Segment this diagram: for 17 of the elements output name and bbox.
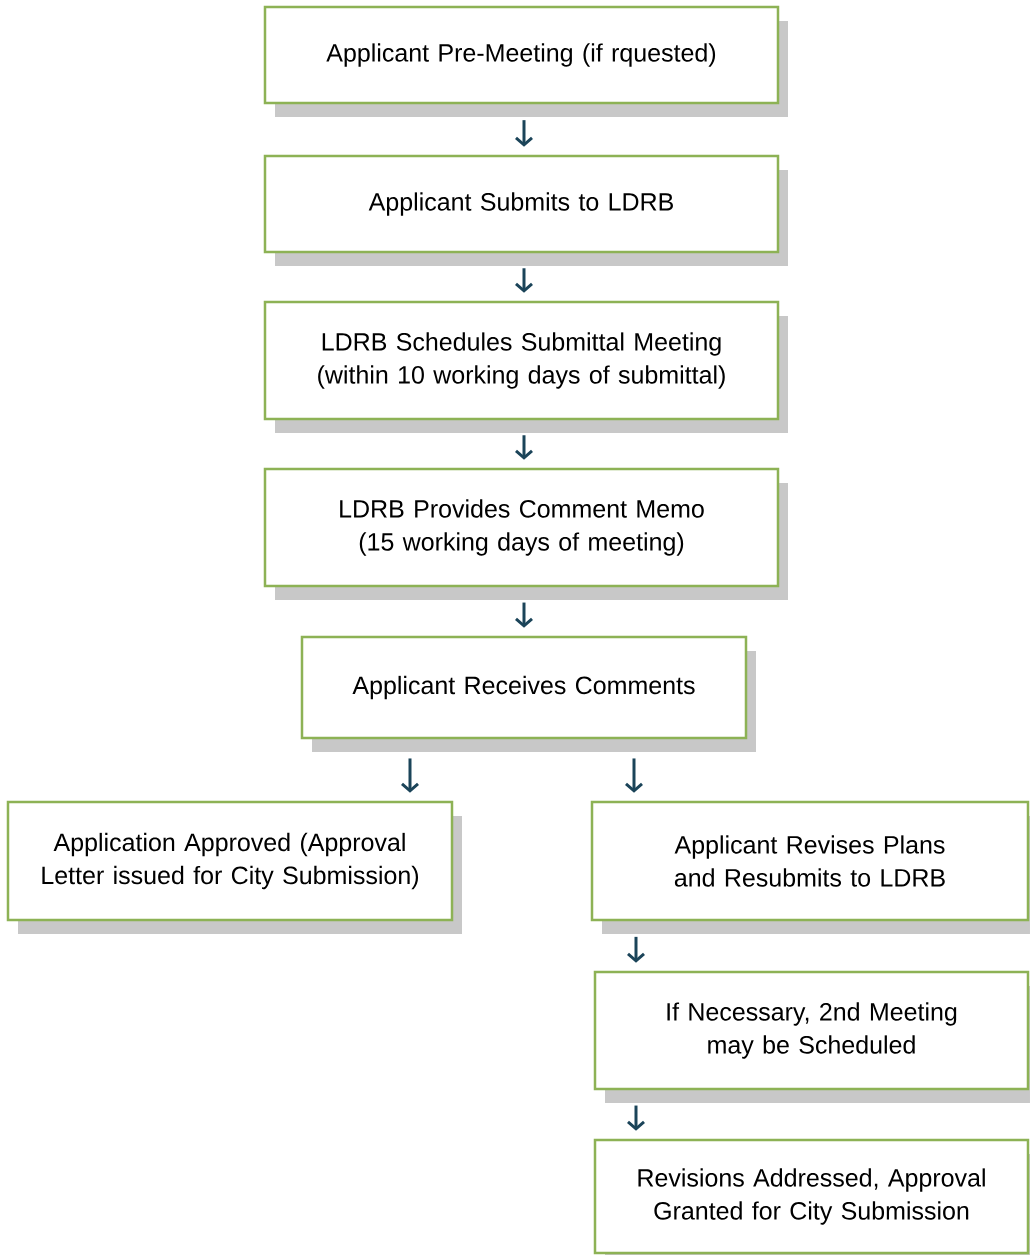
arrow bbox=[515, 120, 533, 147]
process-box: LDRB Provides Comment Memo (15 working days of meeting) bbox=[263, 467, 788, 600]
process-box: Applicant Revises Plans and Resubmits to LDRB bbox=[590, 800, 1030, 934]
process-box: Applicant Pre-Meeting (if rquested) bbox=[263, 5, 788, 117]
arrow bbox=[515, 268, 533, 293]
arrow bbox=[625, 758, 643, 793]
process-box: Applicant Submits to LDRB bbox=[263, 154, 788, 266]
arrow bbox=[627, 1105, 645, 1131]
process-box: LDRB Schedules Submittal Meeting (within 10 working days of submittal) bbox=[263, 300, 788, 433]
process-box: If Necessary, 2nd Meeting may be Scheduled bbox=[593, 970, 1030, 1103]
process-box: Applicant Receives Comments bbox=[300, 635, 756, 752]
process-box: Revisions Addressed, Approval Granted for City Submission bbox=[593, 1138, 1030, 1255]
arrow bbox=[515, 602, 533, 628]
arrow bbox=[627, 936, 645, 963]
arrow bbox=[515, 435, 533, 460]
arrow bbox=[401, 758, 419, 793]
process-box: Application Approved (Approval Letter issued for City Submission) bbox=[6, 800, 462, 934]
